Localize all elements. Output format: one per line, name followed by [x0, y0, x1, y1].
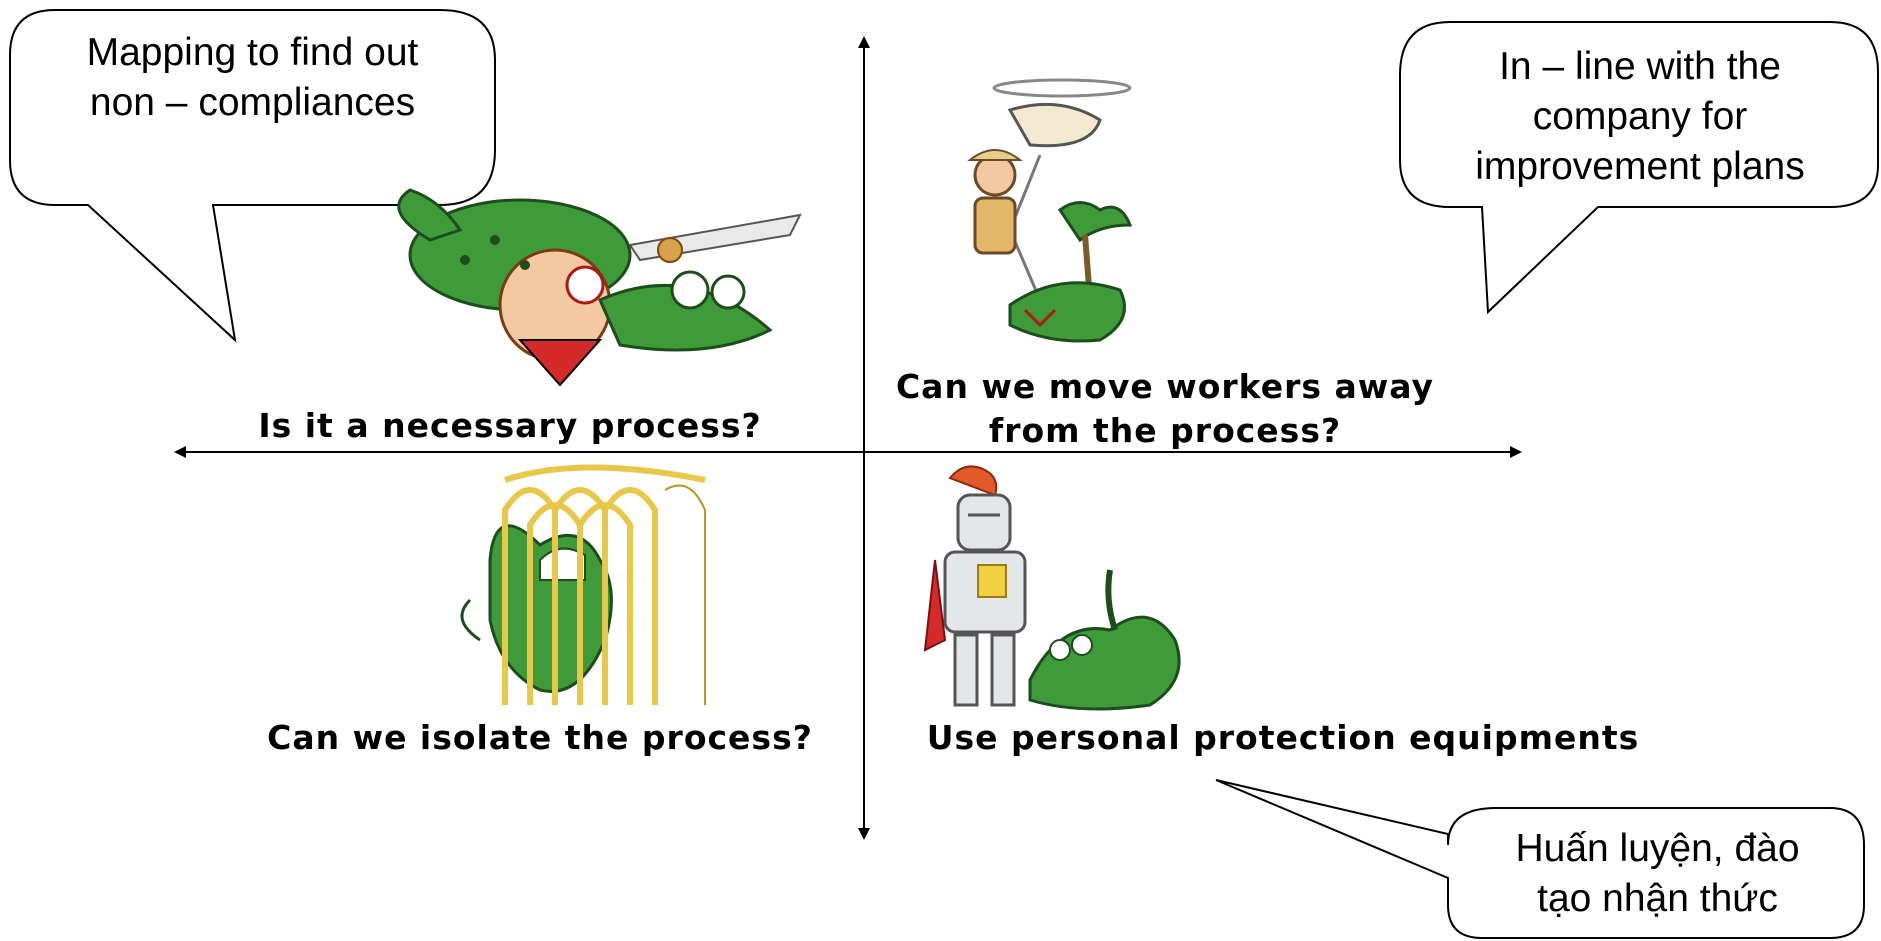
- bubble-line: Huấn luyện, đào: [1515, 827, 1800, 870]
- bubble-text-top-left: Mapping to find out non – compliances: [20, 28, 485, 128]
- bubble-text-top-right: In – line with the company for improveme…: [1405, 42, 1875, 192]
- bubble-text-bottom-right: Huấn luyện, đào tạo nhận thức: [1455, 824, 1860, 924]
- speech-bubble-top-left: [9, 9, 496, 343]
- quadrant-label-line: from the process?: [988, 411, 1342, 450]
- bubble-line: tạo nhận thức: [1537, 877, 1778, 920]
- bubble-line: company for: [1532, 95, 1748, 138]
- quadrant-label-top-left: Is it a necessary process?: [258, 406, 762, 445]
- bubble-line: non – compliances: [89, 81, 416, 124]
- speech-bubble-bottom-right-body: [1215, 779, 1865, 939]
- quadrant-label-bottom-left: Can we isolate the process?: [267, 718, 813, 757]
- bubble-line: improvement plans: [1475, 145, 1805, 188]
- helicopter-rescue-illustration: [967, 78, 1133, 343]
- caged-crocodile-illustration: [460, 464, 706, 705]
- knight-crocodile-illustration: [923, 465, 1181, 711]
- crocodile-biting-illustration: [397, 188, 802, 387]
- bubble-line: In – line with the: [1499, 45, 1781, 88]
- quadrant-label-bottom-right: Use personal protection equipments: [926, 718, 1640, 757]
- quadrant-label-line: Can we move workers away: [895, 367, 1435, 406]
- speech-bubble-top-right: [1399, 21, 1879, 315]
- bubble-line: Mapping to find out: [86, 31, 419, 74]
- quadrant-label-top-right: Can we move workers away from the proces…: [860, 365, 1470, 453]
